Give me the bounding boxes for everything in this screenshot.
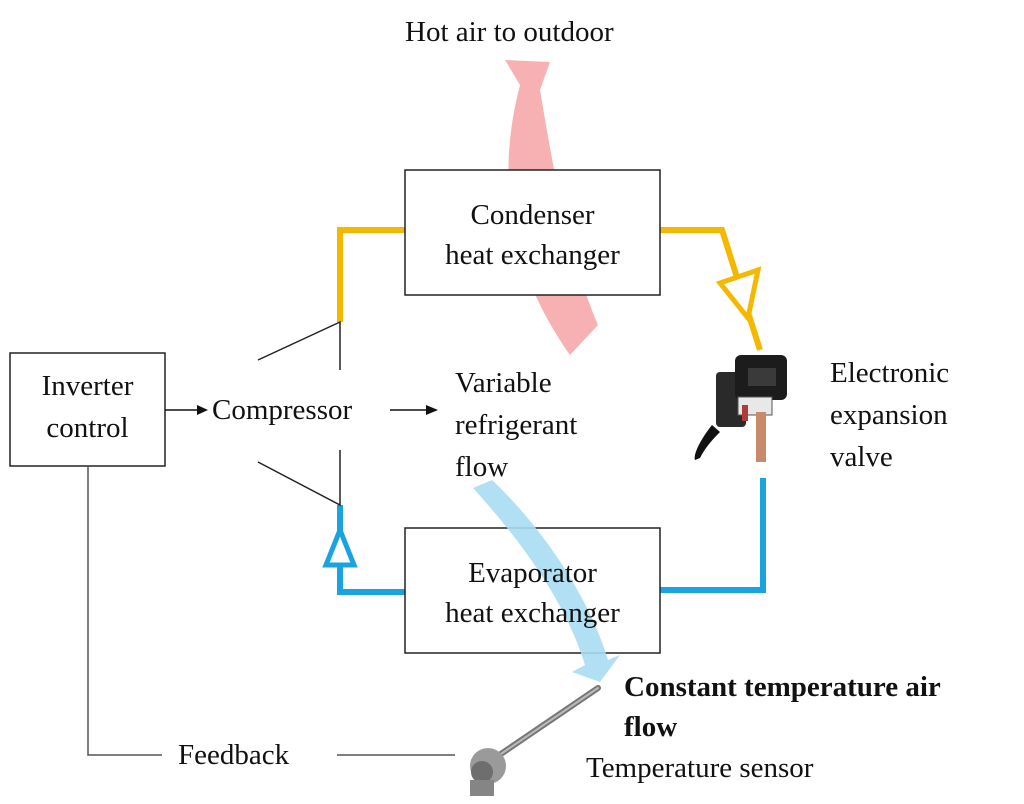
feedback-label: Feedback [178,739,290,771]
condenser-label-line1: Condenser [470,199,595,231]
compressor-label: Compressor [212,394,353,426]
feedback-line-left [87,466,162,756]
variable-flow-line3: flow [455,451,509,483]
constant-air-line1: Constant temperature air [624,671,941,703]
variable-flow-line1: Variable [455,367,552,399]
expansion-valve-line1: Electronic [830,357,950,389]
inverter-label-line2: control [46,412,129,444]
inverter-to-compressor-arrowhead [197,405,208,415]
inverter-box [9,352,166,467]
cold-air-arrow [473,480,620,682]
temperature-sensor-icon [470,685,601,796]
evaporator-label-line2: heat exchanger [445,597,620,629]
expansion-valve-line2: expansion [830,399,948,431]
inverter-label-line1: Inverter [41,370,134,402]
compressor-to-flow-arrowhead [426,405,438,415]
hot-flow-arrowhead [715,266,762,324]
compressor-shape-top [257,320,341,370]
cold-line-right [660,478,766,593]
variable-flow-line2: refrigerant [455,409,578,441]
cold-flow-arrowhead [322,523,358,568]
expansion-valve-icon [694,355,787,462]
condenser-label-line2: heat exchanger [445,239,620,271]
expansion-valve-line3: valve [830,441,893,473]
hot-air-label: Hot air to outdoor [405,16,614,48]
compressor-shape-bottom [257,450,341,507]
constant-air-line2: flow [624,711,678,743]
evaporator-label-line1: Evaporator [468,557,597,589]
hot-line-left [337,227,405,322]
temperature-sensor-label: Temperature sensor [586,752,814,784]
condenser-box [404,169,661,296]
